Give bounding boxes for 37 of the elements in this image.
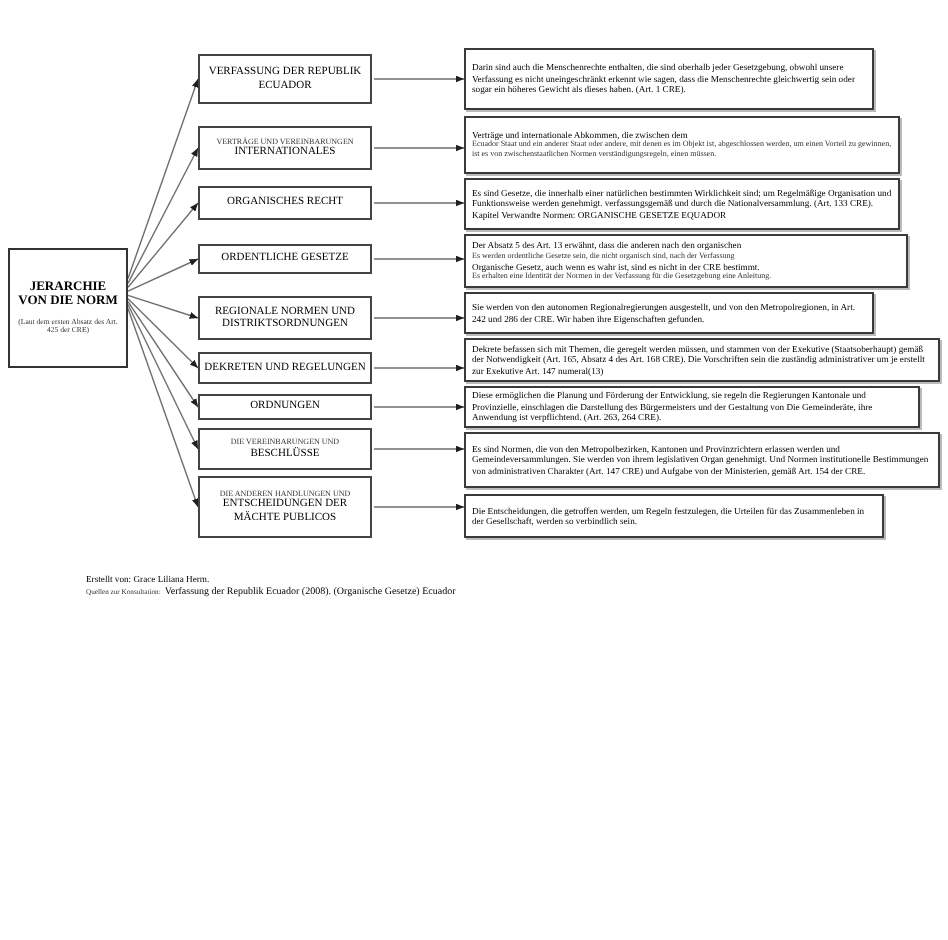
arrow [127,202,199,288]
description-box [464,178,900,230]
arrow [373,364,465,372]
description-box [464,432,940,488]
arrow [373,199,465,207]
arrow [127,258,199,292]
description-box [464,48,874,110]
description-box [464,292,874,334]
norm-category-box [198,54,372,104]
arrow [373,445,465,453]
norm-category-box [198,394,372,420]
arrow [373,314,465,322]
norm-category-box [198,352,372,384]
description-box [464,338,940,382]
arrow [127,298,199,369]
arrow [373,144,465,152]
arrow [373,75,465,83]
norm-category-box [198,244,372,274]
arrow [373,255,465,263]
arrow [373,403,465,411]
arrow [127,147,199,285]
arrow [373,503,465,511]
description-box [464,116,900,174]
description-box [464,234,908,288]
norm-category-box [198,296,372,340]
norm-category-box [198,186,372,220]
norm-category-box [198,476,372,538]
arrow [127,78,199,280]
description-box [464,494,884,538]
arrow [127,303,199,450]
arrow [127,300,199,408]
norm-category-box [198,428,372,470]
hierarchy-root-box [8,248,128,368]
norm-category-box [198,126,372,170]
arrow [127,294,199,319]
arrow [127,307,199,508]
description-box [464,386,920,428]
